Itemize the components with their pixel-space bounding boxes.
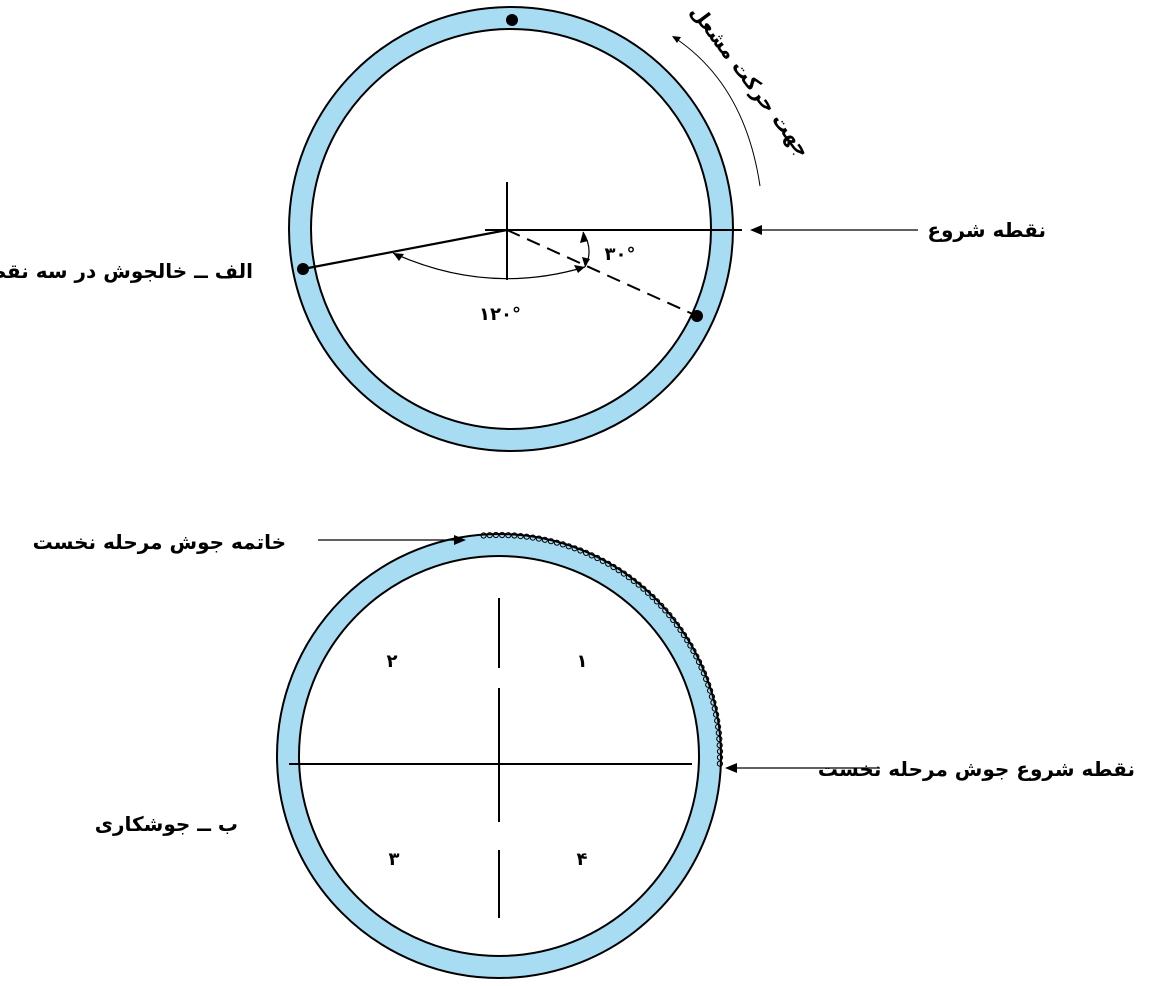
angle-arc-120 [392, 252, 586, 280]
tack-point-right [691, 310, 703, 322]
quadrant-1: ۱ [577, 651, 588, 672]
angle-120-label: ۱۲۰° [479, 304, 521, 325]
arc30-arrowhead-bottom [582, 257, 590, 267]
pipe-ring-b [277, 534, 721, 978]
quadrant-2: ۲ [387, 651, 398, 672]
figure-a: جهت حرکت مشعل نقطه شروع ۳۰° ۱۲۰° الف ــ … [0, 0, 1046, 452]
arc30-arrowhead-top [580, 232, 588, 243]
start-label-b: نقطه شروع جوش مرحله نخست [818, 757, 1135, 781]
tack-point-left [297, 263, 309, 275]
tack-point-top [506, 14, 518, 26]
pipe-inner-edge-b [298, 555, 700, 957]
start-label-a: نقطه شروع [927, 218, 1046, 242]
angle-30-label: ۳۰° [605, 244, 636, 265]
radius-to-left-tack [302, 228, 508, 271]
figure-a-caption: الف ــ خالجوش در سه نقطه [0, 259, 253, 283]
figure-b-caption: ب ــ جوشکاری [95, 812, 238, 836]
quadrant-4: ۴ [577, 849, 588, 870]
dashed-radius-to-right-tack [506, 229, 698, 317]
quadrant-3: ۳ [389, 849, 400, 870]
end-pointer-arrowhead [454, 535, 466, 545]
start-pointer-arrowhead-b [725, 763, 737, 773]
pipe-outer-edge-b [276, 533, 722, 979]
figure-b: ۱ ۲ ۳ ۴ خاتمه جوش مرحله نخست نقطه شروع ج… [33, 530, 1135, 979]
end-label-b: خاتمه جوش مرحله نخست [33, 530, 286, 554]
weld-bead-loops [480, 531, 724, 767]
arc-arrowhead-left [393, 253, 404, 261]
start-pointer-arrowhead [750, 225, 762, 235]
arc-arrowhead-right [574, 265, 585, 273]
torch-direction-arc [674, 37, 761, 187]
torch-direction-arrowhead [672, 36, 681, 43]
weld-bead [480, 531, 724, 767]
